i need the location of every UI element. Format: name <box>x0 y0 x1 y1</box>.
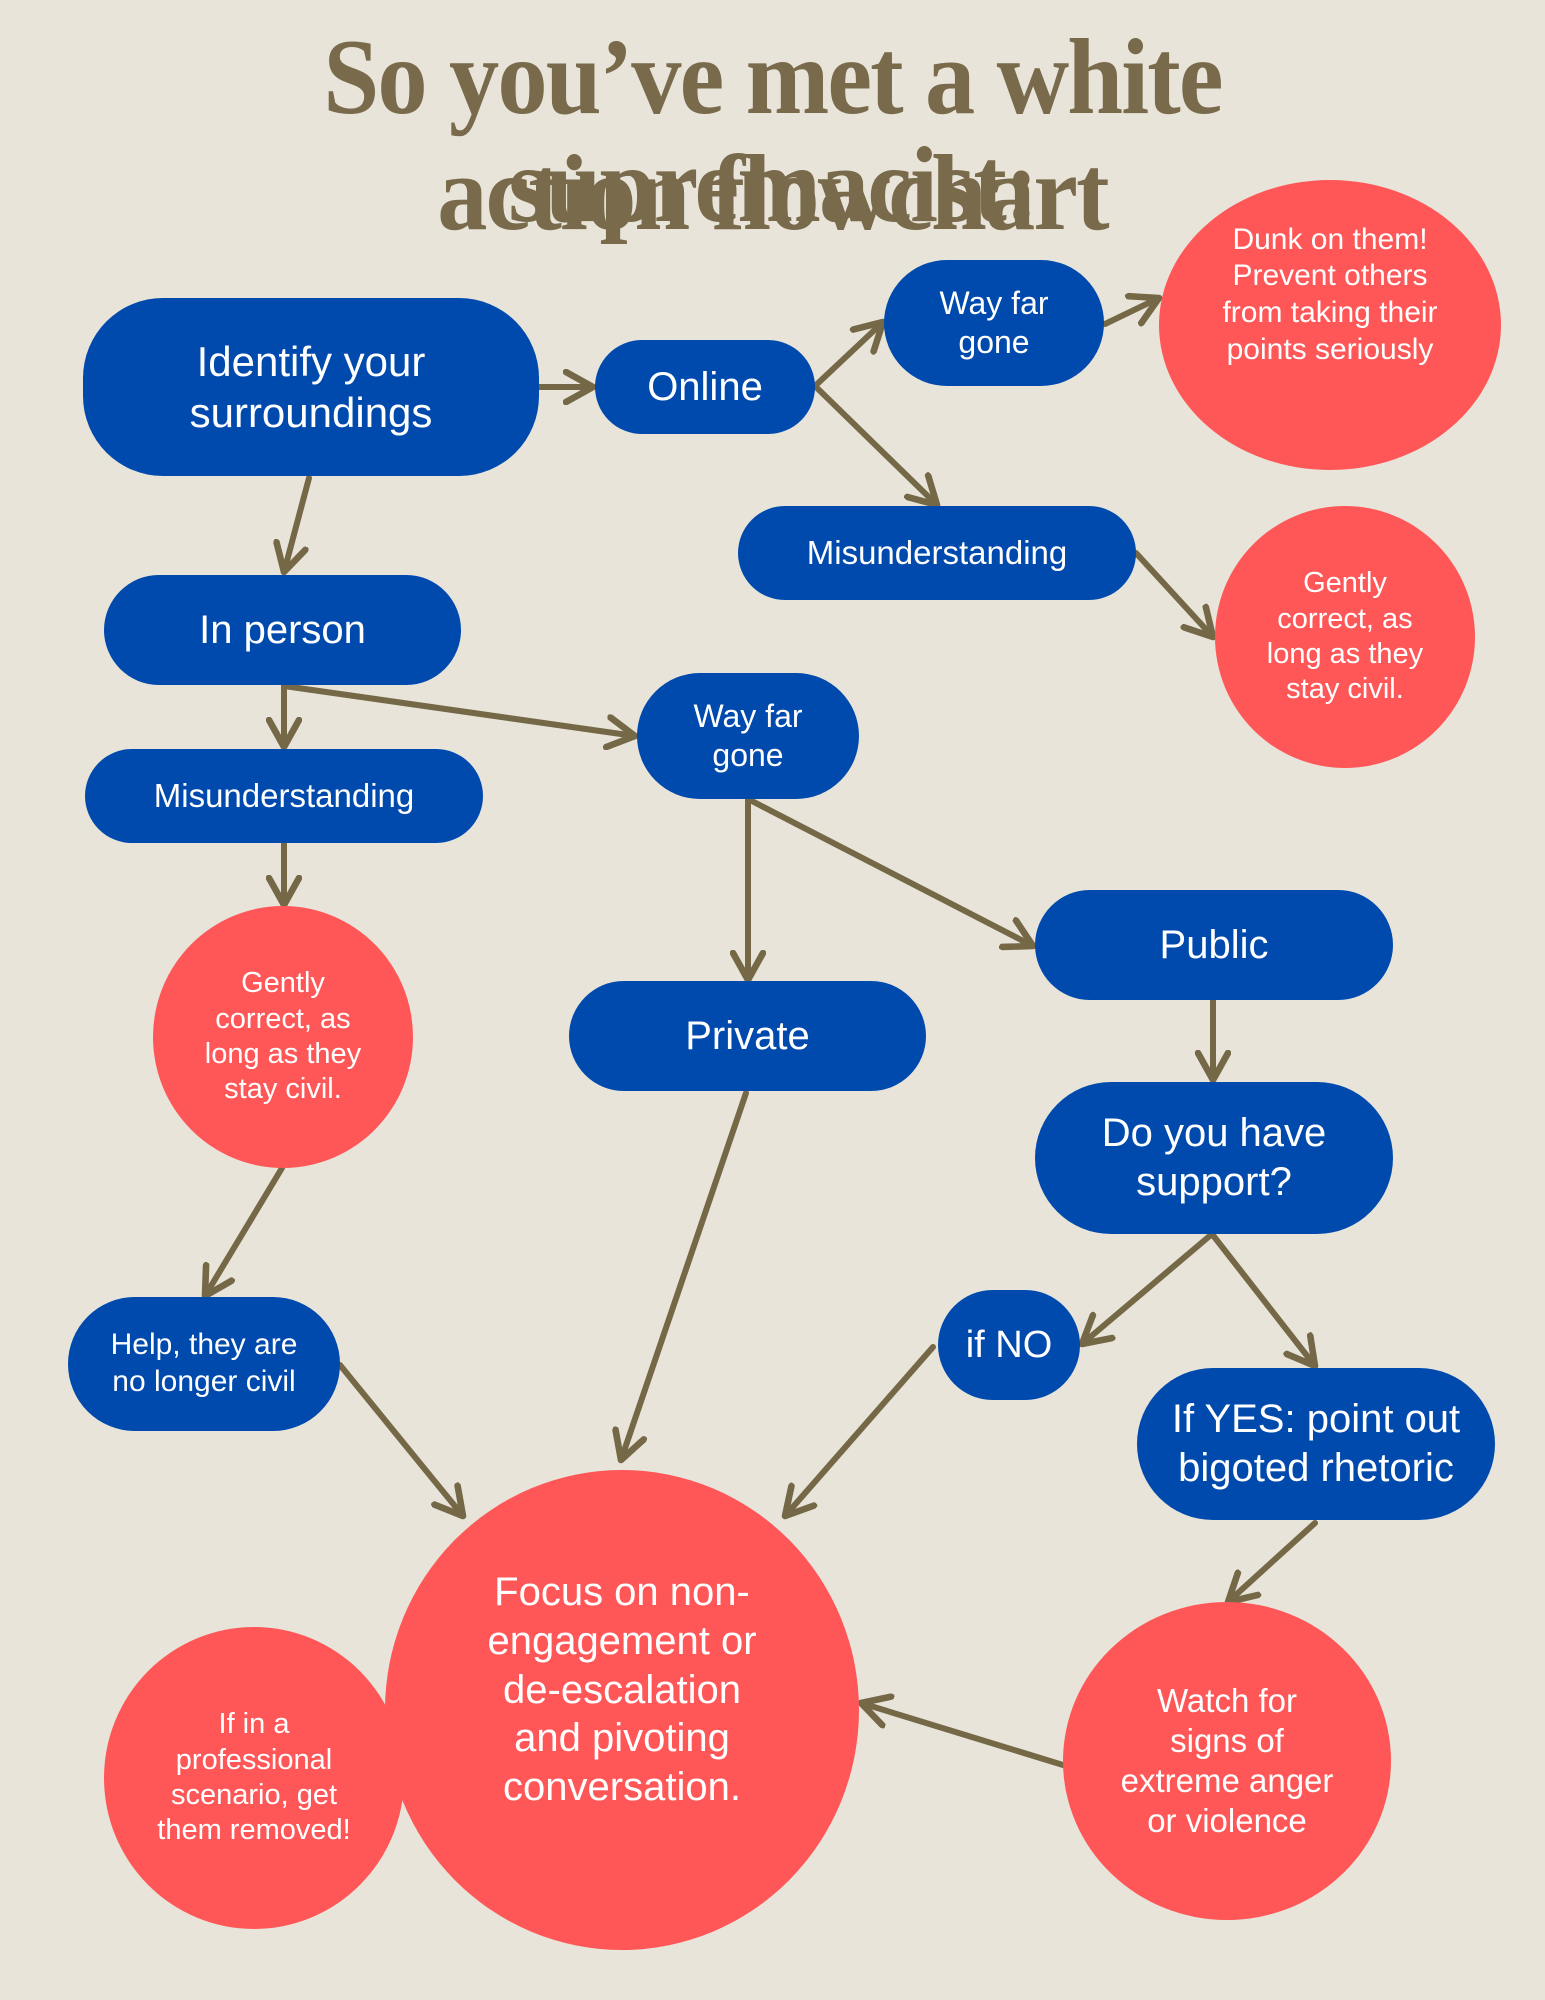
node-label: Focus on non- engagement or de-escalatio… <box>487 1570 757 1810</box>
node-professional-get-removed: If in a professional scenario, get them … <box>104 1627 404 1929</box>
page-title-line-1: So you’ve met a white supremacist: <box>323 18 1223 245</box>
node-label: Public <box>1159 922 1269 967</box>
node-identify-surroundings: Identify your surroundings <box>83 298 539 476</box>
node-label: Identify your surroundings <box>189 337 433 436</box>
arrow-inperson-gently-correct-to-no-longer-civil <box>205 1165 285 1296</box>
arrow-online-misunderstanding-to-online-gently-correct <box>1133 550 1213 637</box>
arrow-if-no-to-focus <box>785 1344 936 1516</box>
page-title-line-2: action flowchart <box>437 134 1109 253</box>
node-online-misunderstanding: Misunderstanding <box>738 506 1136 600</box>
node-in-person-misunderstanding: Misunderstanding <box>85 749 483 843</box>
node-online-way-far-gone: Way far gone <box>884 260 1104 386</box>
node-label: Watch for signs of extreme anger or viol… <box>1120 1681 1334 1840</box>
node-label: Online <box>647 364 763 409</box>
arrow-support-question-to-if-no <box>1082 1231 1215 1344</box>
node-label: Do you have support? <box>1101 1111 1327 1204</box>
node-label: if NO <box>965 1323 1053 1366</box>
arrow-online-to-online-misunderstanding <box>812 383 937 505</box>
node-dunk-on-them: Dunk on them! Prevent others from taking… <box>1159 180 1501 470</box>
node-if-yes-point-out-rhetoric: If YES: point out bigoted rhetoric <box>1137 1368 1495 1520</box>
arrow-identify-to-in-person <box>284 475 312 572</box>
node-label: Gently correct, as long as they stay civ… <box>204 967 362 1106</box>
node-label: Way far gone <box>939 284 1049 360</box>
node-label: Dunk on them! Prevent others from taking… <box>1222 222 1438 366</box>
node-in-person-way-far-gone: Way far gone <box>637 673 859 799</box>
arrow-online-way-far-gone-to-dunk <box>1102 298 1159 327</box>
node-in-person: In person <box>104 575 461 685</box>
arrow-watch-to-focus <box>861 1703 1066 1768</box>
node-if-no: if NO <box>938 1290 1080 1400</box>
node-label: Gently correct, as long as they stay civ… <box>1266 567 1424 706</box>
node-label: In person <box>199 607 366 652</box>
node-online: Online <box>595 340 815 434</box>
node-private: Private <box>569 981 926 1091</box>
node-in-person-gently-correct: Gently correct, as long as they stay civ… <box>153 906 413 1168</box>
node-label: Misunderstanding <box>806 533 1068 571</box>
node-label: Way far gone <box>693 697 803 773</box>
arrow-if-yes-to-watch <box>1228 1520 1318 1602</box>
arrow-no-longer-civil-to-focus <box>337 1362 463 1516</box>
arrow-support-question-to-if-yes <box>1209 1231 1315 1366</box>
node-do-you-have-support: Do you have support? <box>1035 1082 1393 1234</box>
arrow-inperson-way-far-gone-to-public <box>745 796 1033 946</box>
node-no-longer-civil: Help, they are no longer civil <box>68 1297 340 1431</box>
node-label: Misunderstanding <box>153 776 415 814</box>
node-watch-for-signs: Watch for signs of extreme anger or viol… <box>1063 1602 1391 1920</box>
node-label: If in a professional scenario, get them … <box>157 1708 351 1847</box>
arrow-in-person-to-inperson-way-far-gone <box>281 683 635 736</box>
arrow-online-to-online-way-far-gone <box>812 322 883 389</box>
node-label: Private <box>685 1013 810 1058</box>
node-focus-non-engagement: Focus on non- engagement or de-escalatio… <box>385 1470 859 1950</box>
node-public: Public <box>1035 890 1393 1000</box>
node-label: Help, they are no longer civil <box>110 1328 298 1398</box>
arrow-private-to-focus <box>621 1090 749 1460</box>
node-online-gently-correct: Gently correct, as long as they stay civ… <box>1215 506 1475 768</box>
node-label: If YES: point out bigoted rhetoric <box>1171 1397 1461 1490</box>
